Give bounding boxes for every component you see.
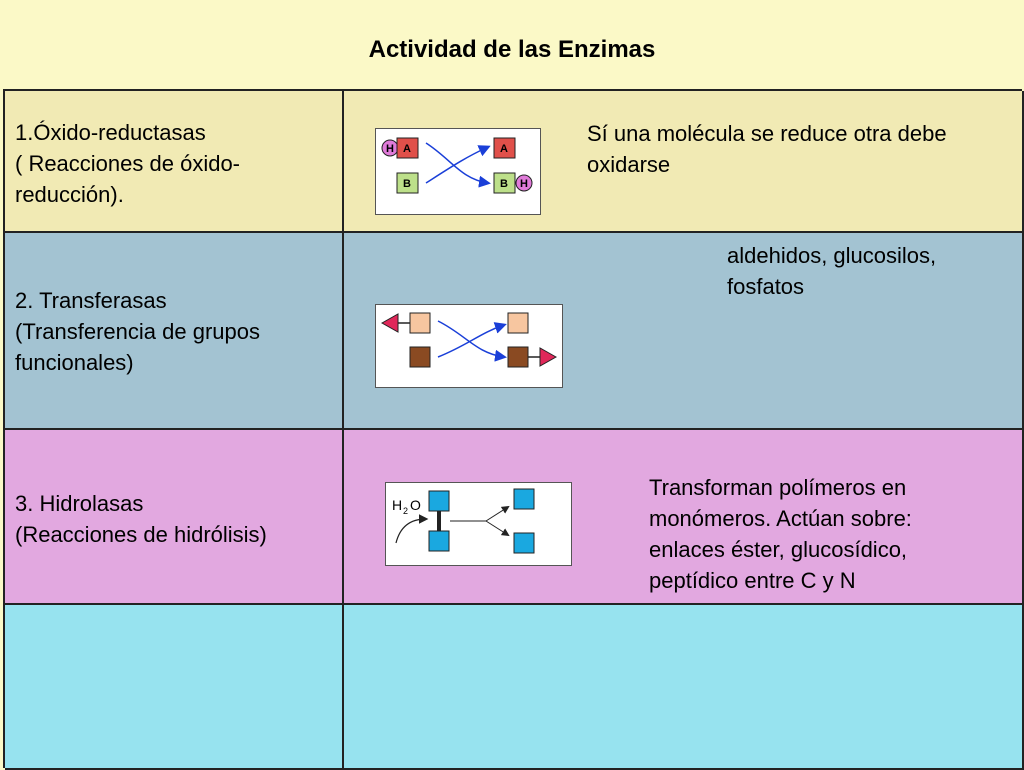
svg-text:A: A	[403, 143, 411, 155]
svg-text:2: 2	[403, 506, 408, 516]
row-4-name-cell	[5, 605, 344, 770]
svg-text:A: A	[500, 143, 508, 155]
row-3-name-cell: 3. Hidrolasas (Reacciones de hidrólisis)	[5, 430, 344, 605]
row-1-name-cell: 1.Óxido-reductasas ( Reacciones de óxido…	[5, 91, 344, 233]
enzyme-table: 1.Óxido-reductasas ( Reacciones de óxido…	[3, 89, 1024, 770]
enzyme-name: 3. Hidrolasas (Reacciones de hidrólisis)	[15, 491, 267, 547]
h-label: H	[386, 143, 394, 155]
row-1-detail-cell: H A B A B H Sí una molécula se reduce ot…	[344, 91, 1024, 233]
svg-text:O: O	[410, 497, 421, 513]
svg-text:B: B	[403, 178, 411, 190]
page-title: Actividad de las Enzimas	[368, 36, 656, 63]
row-4-detail-cell	[344, 605, 1024, 770]
enzyme-name: 2. Transferasas (Transferencia de grupos…	[15, 288, 260, 375]
oxidoreductase-diagram: H A B A B H	[375, 128, 541, 215]
row-2-detail-cell: aldehidos, glucosilos, fosfatos	[344, 233, 1024, 430]
enzyme-name: 1.Óxido-reductasas ( Reacciones de óxido…	[15, 120, 241, 207]
water-label: H	[392, 497, 402, 513]
transferase-diagram	[375, 304, 563, 388]
hydrolase-diagram: H 2 O	[385, 482, 572, 566]
enzyme-description: Sí una molécula se reduce otra debe oxid…	[587, 121, 947, 177]
enzyme-description: aldehidos, glucosilos, fosfatos	[727, 243, 937, 299]
row-3-detail-cell: H 2 O Transforman polímeros en monómeros…	[344, 430, 1024, 605]
row-2-name-cell: 2. Transferasas (Transferencia de grupos…	[5, 233, 344, 430]
svg-text:H: H	[520, 178, 528, 190]
enzyme-description: Transforman polímeros en monómeros. Actú…	[649, 475, 912, 593]
svg-text:B: B	[500, 178, 508, 190]
